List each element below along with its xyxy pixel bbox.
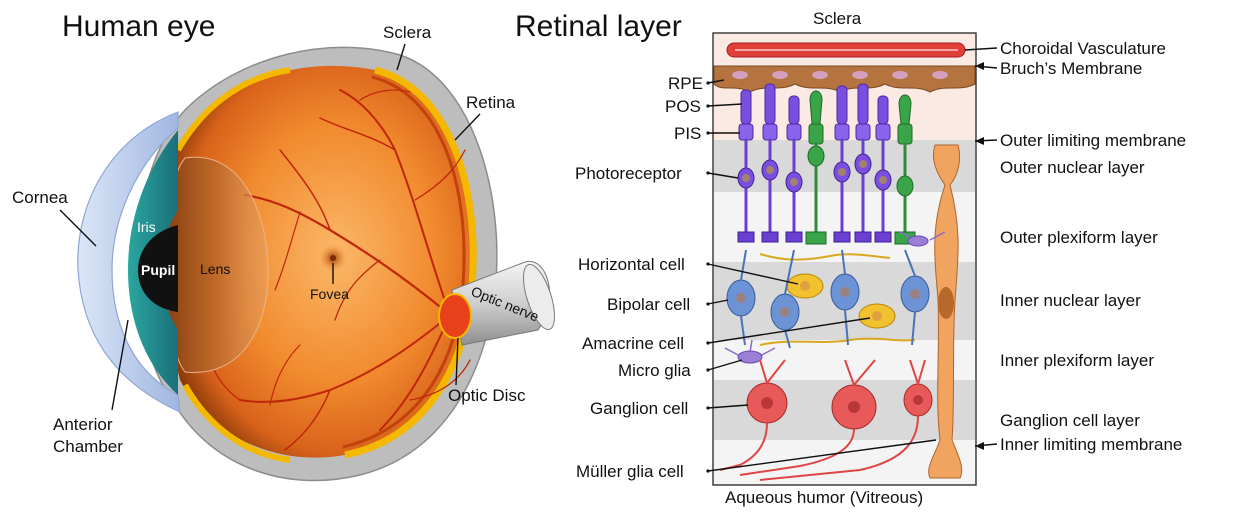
label-cornea: Cornea [12, 188, 68, 207]
rod-outer-1 [741, 90, 751, 124]
label-bipolar-cell: Bipolar cell [607, 295, 690, 314]
label-retina: Retina [466, 93, 516, 112]
label-ganglion-cell-layer: Ganglion cell layer [1000, 411, 1140, 430]
microglia-1 [738, 351, 762, 363]
label-fovea: Fovea [310, 286, 349, 302]
label-outer-plexiform-layer: Outer plexiform layer [1000, 228, 1158, 247]
label-inner-plexiform-layer: Inner plexiform layer [1000, 351, 1154, 370]
label-pis: PIS [674, 124, 701, 143]
label-vitreous: Aqueous humor (Vitreous) [725, 488, 923, 507]
label-inner-nuclear-layer: Inner nuclear layer [1000, 291, 1141, 310]
label-outer-limiting-membrane: Outer limiting membrane [1000, 131, 1186, 150]
label-anterior-2: Chamber [53, 437, 123, 456]
retinal-layer-diagram: Retinal layer Sclera Aqueous humor (Vitr… [515, 9, 1186, 507]
optic-disc [439, 294, 471, 338]
label-iris: Iris [137, 219, 156, 235]
label-inner-limiting-membrane: Inner limiting membrane [1000, 435, 1182, 454]
label-ganglion-cell: Ganglion cell [590, 399, 688, 418]
muller-nucleus [938, 287, 954, 319]
label-choroidal-vasculature: Choroidal Vasculature [1000, 39, 1166, 58]
label-bruchs-membrane: Bruch’s Membrane [1000, 59, 1142, 78]
label-optic-disc: Optic Disc [448, 386, 526, 405]
label-sclera: Sclera [383, 23, 432, 42]
fovea-center [330, 255, 336, 261]
retina-title: Retinal layer [515, 10, 682, 43]
human-eye-diagram: Human eye [12, 10, 561, 481]
label-lens: Lens [200, 261, 230, 277]
label-anterior-1: Anterior [53, 415, 113, 434]
label-micro-glia: Micro glia [618, 361, 691, 380]
label-rpe: RPE [668, 74, 703, 93]
label-pos: POS [665, 97, 701, 116]
label-amacrine-cell: Amacrine cell [582, 334, 684, 353]
microglia-2 [908, 236, 928, 246]
label-horizontal-cell: Horizontal cell [578, 255, 685, 274]
label-outer-nuclear-layer: Outer nuclear layer [1000, 158, 1145, 177]
label-photoreceptor: Photoreceptor [575, 164, 682, 183]
eye-title: Human eye [62, 10, 215, 43]
label-muller-glia: Müller glia cell [576, 462, 684, 481]
label-top-sclera: Sclera [813, 9, 862, 28]
label-pupil: Pupil [141, 262, 175, 278]
